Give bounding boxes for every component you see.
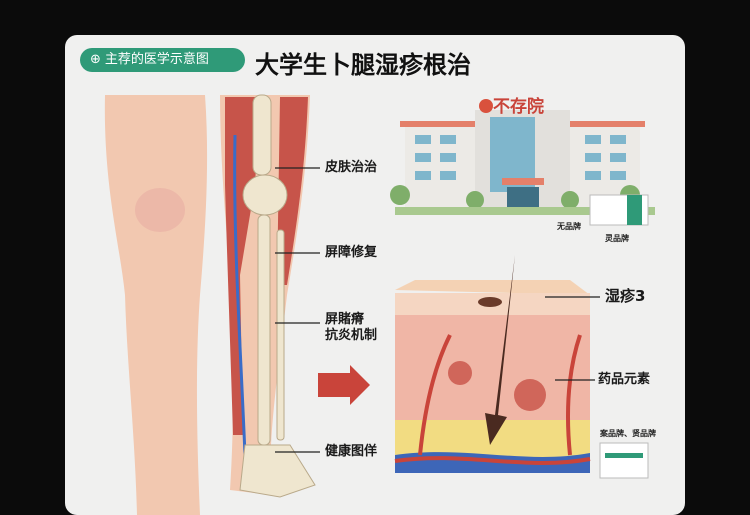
brand-label-b: 灵品牌 — [605, 234, 629, 243]
knee-redness — [135, 188, 185, 232]
label-barrier-repair: 屏障修复 — [325, 245, 378, 260]
label-drug-element: 药品元素 — [598, 372, 651, 387]
medical-cross-icon: ⊕ — [90, 52, 101, 67]
hospital-illustration — [390, 99, 655, 215]
label-anti-inflammatory: 抗炎机制 — [325, 328, 378, 343]
illustration — [104, 94, 655, 515]
medicine-box-small — [599, 442, 649, 479]
page-title: 大学生卜腿湿疹根治 — [255, 51, 471, 79]
leg-illustration — [104, 95, 208, 515]
source-badge: ⊕ 主荐的医学示意图 — [80, 48, 245, 72]
label-health: 健康图佯 — [325, 444, 378, 459]
label-barrier: 屏賭瘠 — [325, 312, 365, 327]
label-eczema: 湿疹3 — [605, 287, 646, 305]
label-skin-treatment: 皮肤治治 — [325, 160, 378, 175]
badge-label: 主荐的医学示意图 — [104, 52, 209, 67]
infographic-card: ⊕ 主荐的医学示意图 大学生卜腿湿疹根治 皮肤治治 屏障修复 屏賭瘠 抗炎机制 … — [65, 35, 685, 515]
skin-cross-section — [394, 255, 591, 473]
brand-label-a: 无品牌 — [557, 222, 581, 231]
hospital-sign: 不存院 — [493, 97, 544, 117]
arrow-icon — [318, 365, 370, 405]
label-brands: 案品牌、贤品牌 — [600, 429, 656, 438]
